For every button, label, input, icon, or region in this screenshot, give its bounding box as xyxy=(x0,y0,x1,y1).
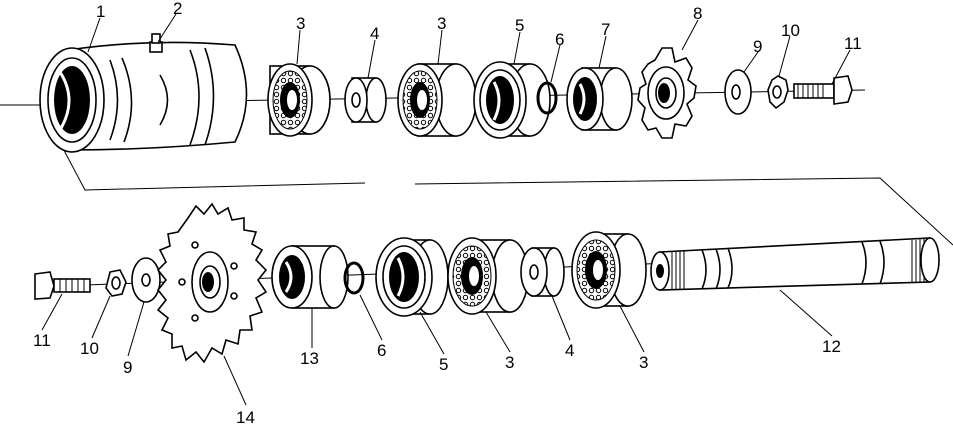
part-3-bearing-bottom-right xyxy=(571,231,647,309)
part-4-spacer-bottom xyxy=(520,247,565,297)
part-4-spacer-top xyxy=(344,77,387,123)
part-10-lock-washer-top xyxy=(767,75,789,110)
callout-11-a: 11 xyxy=(844,34,862,53)
callout-5-b: 5 xyxy=(439,355,448,374)
part-14-large-sprocket xyxy=(156,202,268,364)
part-2-grease-fitting xyxy=(149,33,163,53)
callout-1: 1 xyxy=(96,2,105,21)
part-9-washer-top xyxy=(724,69,752,115)
callout-10-b: 10 xyxy=(80,339,99,358)
bottom-assembly xyxy=(34,202,940,364)
part-5-seal-bottom xyxy=(375,237,449,317)
bottom-axis-line xyxy=(59,262,671,287)
callout-3-a: 3 xyxy=(296,14,305,33)
top-assembly xyxy=(0,33,953,246)
callout-3-d: 3 xyxy=(639,353,648,372)
callout-8: 8 xyxy=(693,4,702,23)
callout-12: 12 xyxy=(822,337,841,356)
callout-14: 14 xyxy=(236,408,255,425)
callout-6-a: 6 xyxy=(555,30,564,49)
part-10-lock-washer-bottom xyxy=(105,269,127,297)
part-6-o-ring-bottom xyxy=(343,261,365,295)
callout-5-a: 5 xyxy=(515,16,524,35)
part-8-small-sprocket xyxy=(637,47,697,139)
callout-11-b: 11 xyxy=(33,331,51,350)
part-13-collar xyxy=(271,245,349,309)
callout-6-b: 6 xyxy=(377,341,386,360)
callout-labels: 1 2 3 4 3 5 6 7 8 9 10 11 11 10 9 14 13 … xyxy=(33,0,862,425)
part-5-seal-top xyxy=(473,61,551,139)
callout-7: 7 xyxy=(601,20,610,39)
callout-13: 13 xyxy=(300,349,319,368)
part-3-bearing-bottom-left xyxy=(447,237,529,315)
callout-2: 2 xyxy=(173,0,182,18)
callout-4-b: 4 xyxy=(565,341,574,360)
guide-right-connector xyxy=(414,177,953,246)
part-6-o-ring-top xyxy=(536,81,558,115)
part-7-collar xyxy=(566,67,633,131)
leader-lines xyxy=(41,13,851,406)
callout-10-a: 10 xyxy=(781,21,800,40)
part-12-shaft xyxy=(650,237,940,291)
part-9-washer-bottom xyxy=(131,257,161,303)
callout-9-a: 9 xyxy=(753,37,762,56)
part-1-drum-housing xyxy=(39,41,248,153)
part-11-bolt-top xyxy=(793,75,853,105)
callout-4-a: 4 xyxy=(370,24,379,43)
part-11-bolt-bottom xyxy=(34,271,91,300)
callout-3-b: 3 xyxy=(437,14,446,33)
callout-3-c: 3 xyxy=(505,353,514,372)
part-3-bearing-top-right xyxy=(397,63,477,137)
callout-9-b: 9 xyxy=(123,358,132,377)
part-3-bearing-top-left xyxy=(267,63,331,137)
